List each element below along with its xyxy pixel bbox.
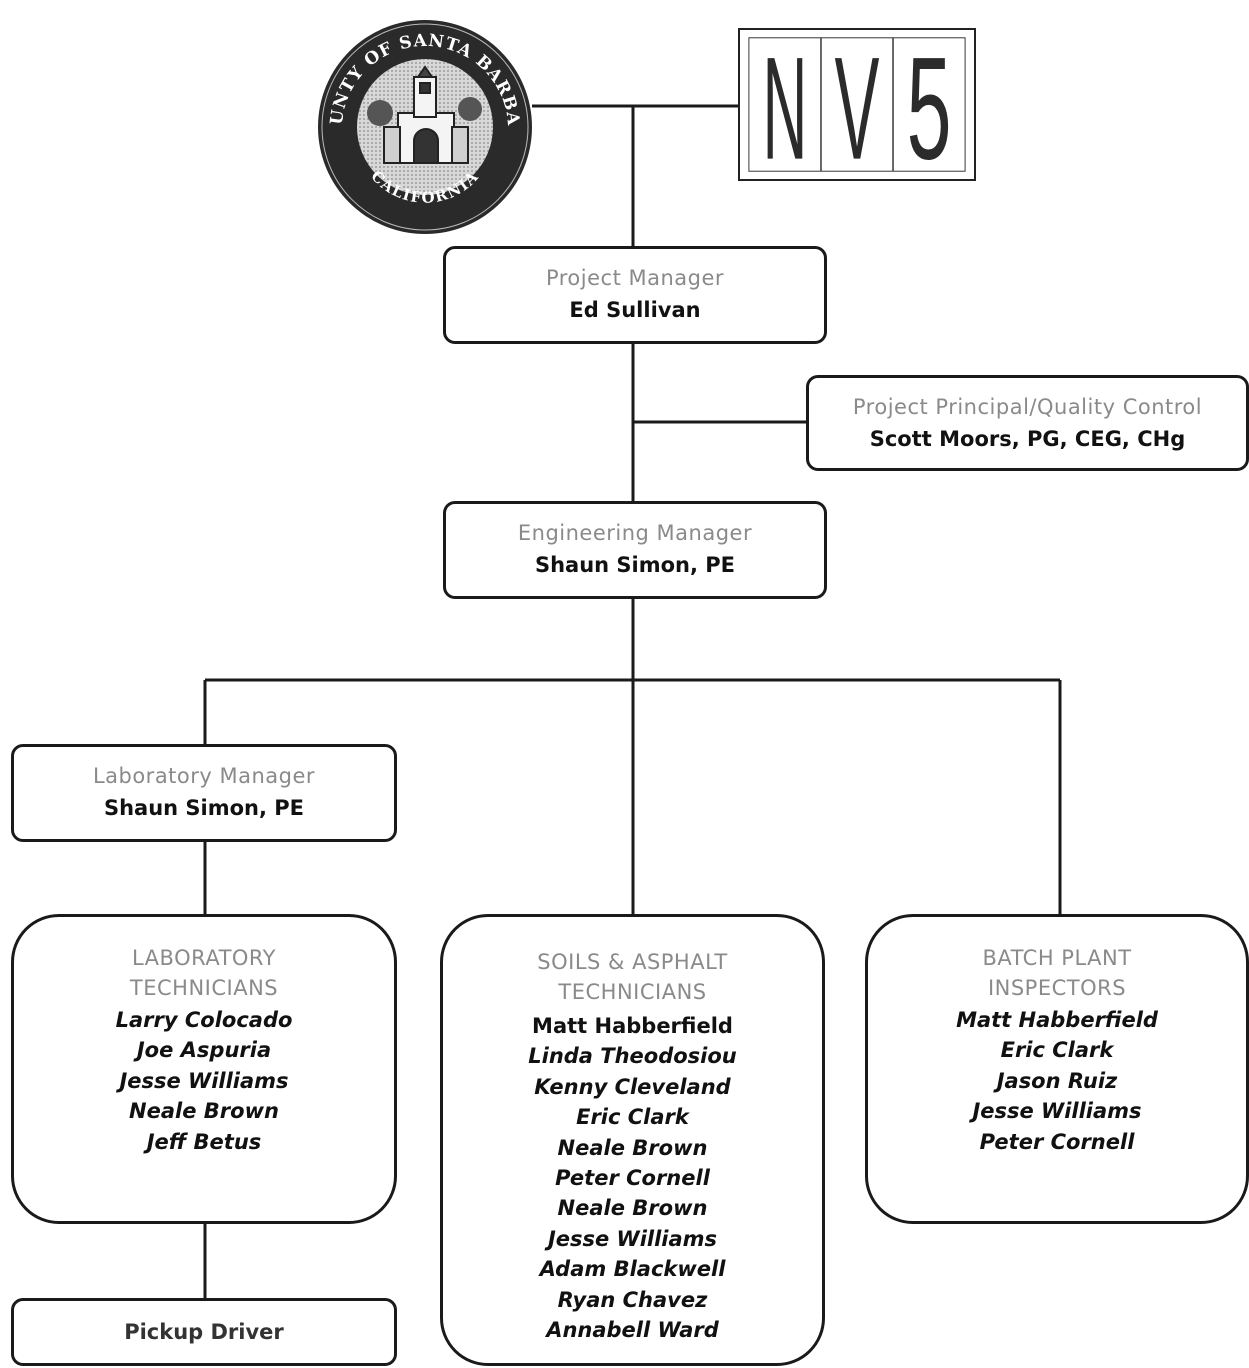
list-item: Annabell Ward — [546, 1318, 719, 1343]
list-item: Jason Ruiz — [996, 1068, 1118, 1093]
list-item: Jeff Betus — [146, 1129, 262, 1154]
project-manager-name: Ed Sullivan — [569, 298, 701, 322]
list-item: Matt Habberfield — [532, 1014, 733, 1038]
project-principal-role: Project Principal/Quality Control — [852, 395, 1203, 419]
list-item: Jesse Williams — [119, 1068, 289, 1093]
list-item: Matt Habberfield — [956, 1008, 1158, 1032]
list-item: Eric Clark — [1000, 1038, 1114, 1063]
list-item: Larry Colocado — [115, 1008, 293, 1032]
project-principal-name: Scott Moors, PG, CEG, CHg — [869, 427, 1186, 451]
laboratory-manager-role: Laboratory Manager — [92, 764, 316, 788]
lab-technicians-list: Larry Colocado Joe Aspuria Jesse William… — [14, 1005, 394, 1157]
list-item: Kenny Cleveland — [534, 1074, 731, 1099]
list-item: Neale Brown — [557, 1135, 708, 1160]
list-item: Eric Clark — [576, 1105, 689, 1130]
project-principal-box: Project Principal/Quality Control Scott … — [806, 375, 1249, 471]
nv5-letter-n: N — [763, 30, 808, 179]
soils-asphalt-heading-line2: TECHNICIANS — [558, 980, 707, 1004]
laboratory-manager-name: Shaun Simon, PE — [103, 796, 305, 820]
lab-technicians-heading-line1: LABORATORY — [131, 946, 277, 970]
list-item: Joe Aspuria — [136, 1038, 272, 1063]
county-seal-logo: COUNTY OF SANTA BARBARA CALIFORNIA — [314, 17, 532, 234]
nv5-logo: N V 5 — [738, 27, 976, 190]
list-item: Adam Blackwell — [539, 1257, 726, 1282]
batch-plant-box: BATCH PLANT INSPECTORS Matt Habberfield … — [865, 914, 1249, 1224]
list-item: Peter Cornell — [555, 1166, 710, 1191]
soils-asphalt-box: SOILS & ASPHALT TECHNICIANS Matt Habberf… — [440, 914, 825, 1366]
project-manager-role: Project Manager — [545, 266, 725, 290]
engineering-manager-name: Shaun Simon, PE — [534, 553, 736, 577]
list-item: Neale Brown — [557, 1196, 708, 1221]
batch-plant-list: Matt Habberfield Eric Clark Jason Ruiz J… — [868, 1005, 1246, 1157]
list-item: Jesse Williams — [972, 1099, 1142, 1124]
laboratory-manager-box: Laboratory Manager Shaun Simon, PE — [11, 744, 397, 842]
list-item: Ryan Chavez — [557, 1287, 708, 1312]
engineering-manager-role: Engineering Manager — [517, 521, 753, 545]
pickup-driver-label: Pickup Driver — [124, 1320, 284, 1344]
list-item: Neale Brown — [129, 1099, 279, 1124]
project-manager-box: Project Manager Ed Sullivan — [443, 246, 827, 344]
nv5-letter-v: V — [835, 30, 880, 179]
engineering-manager-box: Engineering Manager Shaun Simon, PE — [443, 501, 827, 599]
soils-asphalt-heading-line1: SOILS & ASPHALT — [537, 950, 728, 974]
list-item: Linda Theodosiou — [528, 1044, 737, 1069]
list-item: Jesse Williams — [547, 1226, 718, 1251]
pickup-driver-box: Pickup Driver — [11, 1298, 397, 1366]
seal-building — [383, 65, 469, 164]
lab-technicians-box: LABORATORY TECHNICIANS Larry Colocado Jo… — [11, 914, 397, 1224]
soils-asphalt-list: Matt Habberfield Linda Theodosiou Kenny … — [443, 1011, 822, 1345]
lab-technicians-heading-line2: TECHNICIANS — [129, 976, 279, 1000]
batch-plant-heading-line2: INSPECTORS — [987, 976, 1127, 1000]
batch-plant-heading-line1: BATCH PLANT — [982, 946, 1132, 970]
list-item: Peter Cornell — [979, 1129, 1135, 1154]
nv5-letter-5: 5 — [907, 30, 952, 179]
